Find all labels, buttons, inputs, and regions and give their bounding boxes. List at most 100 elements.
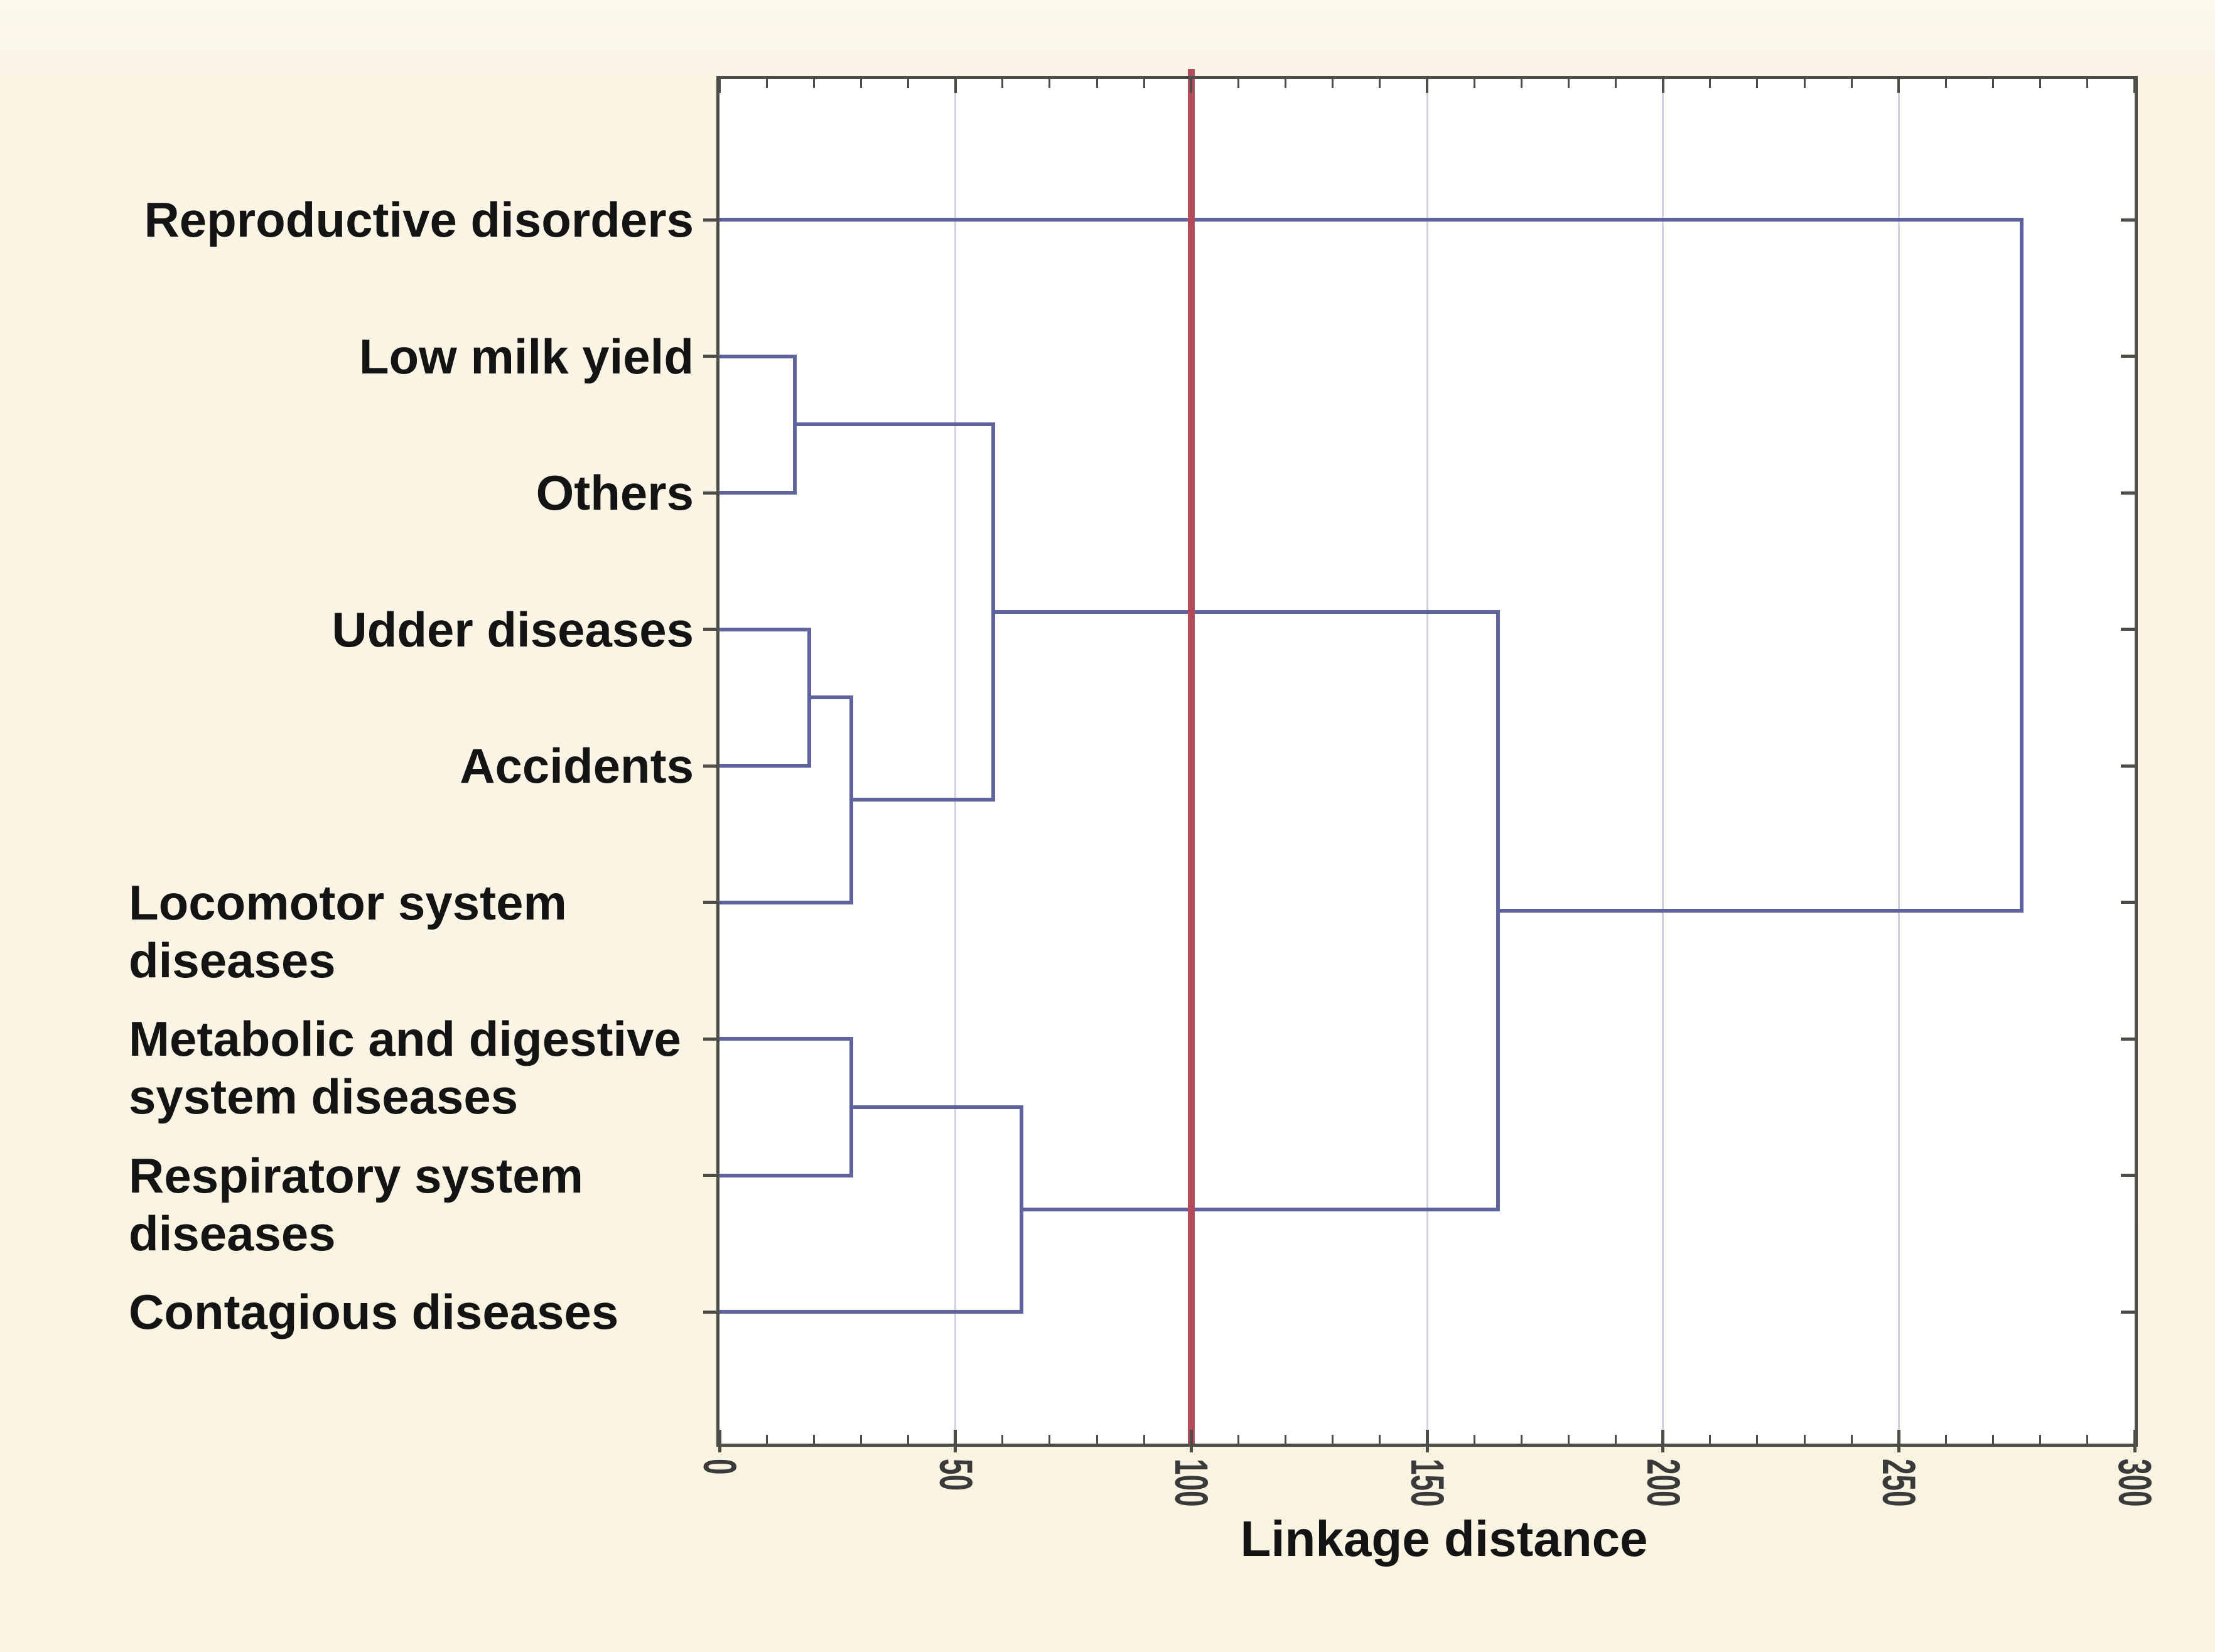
leaf-label: Contagious diseases: [129, 1283, 618, 1341]
x-axis-minor-tick-top: [1709, 79, 1711, 88]
leaf-tick-right: [2121, 491, 2135, 495]
x-axis-minor-tick: [1379, 1435, 1381, 1444]
dendrogram-link-horizontal: [719, 764, 809, 768]
x-axis-minor-tick-top: [1048, 79, 1051, 88]
leaf-tick-right: [2121, 1037, 2135, 1041]
x-axis-minor-tick: [1520, 1435, 1522, 1444]
leaf-tick-left: [703, 901, 719, 904]
x-axis-title: Linkage distance: [1240, 1511, 1648, 1567]
leaf-label-line: Low milk yield: [358, 328, 694, 384]
leaf-label-line: Accidents: [460, 738, 694, 793]
dendrogram-link-horizontal: [719, 900, 852, 904]
x-axis-minor-tick: [1615, 1435, 1617, 1444]
leaf-label-line: Respiratory system: [129, 1147, 584, 1203]
leaf-label: Reproductive disorders: [144, 191, 694, 249]
x-axis-minor-tick-top: [860, 79, 862, 88]
leaf-label-line: diseases: [129, 1205, 336, 1261]
leaf-tick-left: [703, 764, 719, 768]
x-axis-minor-tick: [812, 1435, 815, 1444]
x-axis-minor-tick-top: [1944, 79, 1947, 88]
x-axis-minor-tick-top: [2086, 79, 2089, 88]
grid-line: [1662, 79, 1664, 1444]
dendrogram-link-horizontal: [719, 491, 795, 495]
x-axis-minor-tick-top: [1520, 79, 1522, 88]
x-axis-minor-tick: [1803, 1435, 1806, 1444]
leaf-label-line: Locomotor system: [129, 874, 567, 930]
x-axis-minor-tick-top: [1756, 79, 1759, 88]
x-axis-minor-tick-top: [2039, 79, 2042, 88]
x-axis-minor-tick: [2086, 1435, 2089, 1444]
dendrogram-link-horizontal: [993, 610, 1498, 614]
leaf-label-line: diseases: [129, 932, 336, 988]
x-axis-minor-tick: [860, 1435, 862, 1444]
x-axis-major-tick: [954, 1430, 957, 1452]
dendrogram-link-horizontal: [795, 422, 993, 427]
leaf-tick-left: [703, 355, 719, 358]
x-axis-major-tick-top: [1897, 79, 1900, 93]
x-axis-minor-tick-top: [1332, 79, 1334, 88]
leaf-label: Udder diseases: [331, 601, 694, 658]
leaf-tick-right: [2121, 218, 2135, 222]
x-axis-minor-tick-top: [765, 79, 768, 88]
x-axis-minor-tick-top: [812, 79, 815, 88]
x-axis-minor-tick-top: [1237, 79, 1239, 88]
x-axis-minor-tick-top: [1379, 79, 1381, 88]
x-axis-minor-tick: [1756, 1435, 1759, 1444]
x-axis-major-tick-top: [1661, 79, 1664, 93]
x-axis-major-tick: [1425, 1430, 1429, 1452]
leaf-tick-left: [703, 628, 719, 631]
leaf-tick-right: [2121, 1174, 2135, 1177]
x-axis-major-tick-top: [2133, 79, 2136, 93]
leaf-tick-left: [703, 218, 719, 222]
x-axis-major-tick-top: [1426, 79, 1428, 93]
x-axis-minor-tick: [1096, 1435, 1098, 1444]
x-axis-minor-tick-top: [1473, 79, 1475, 88]
x-axis-major-tick: [1897, 1430, 1900, 1452]
x-axis-major-tick-top: [1190, 79, 1193, 93]
x-axis-major-tick: [1189, 1430, 1193, 1452]
x-axis-minor-tick: [1237, 1435, 1239, 1444]
x-axis-minor-tick: [1567, 1435, 1570, 1444]
x-axis-major-tick: [718, 1430, 721, 1452]
dendrogram-link-horizontal: [851, 1105, 1021, 1109]
dendrogram-link-horizontal: [809, 695, 852, 700]
dendrogram-link-horizontal: [1497, 909, 2022, 913]
leaf-tick-left: [703, 491, 719, 495]
leaf-label: Low milk yield: [359, 328, 694, 385]
grid-line: [954, 79, 957, 1444]
x-axis-minor-tick-top: [1992, 79, 1995, 88]
x-axis-minor-tick-top: [1143, 79, 1145, 88]
leaf-tick-right: [2121, 355, 2135, 358]
dendrogram-link-horizontal: [1021, 1207, 1498, 1211]
dendrogram-link-horizontal: [851, 798, 993, 802]
x-axis-minor-tick-top: [907, 79, 910, 88]
x-axis-major-tick: [2133, 1430, 2137, 1452]
dendrogram-link-horizontal: [719, 1173, 852, 1177]
leaf-label-line: Metabolic and digestive: [129, 1011, 681, 1066]
leaf-tick-right: [2121, 901, 2135, 904]
x-axis-minor-tick: [765, 1435, 768, 1444]
dendrogram-link-horizontal: [719, 218, 2022, 222]
x-axis-minor-tick: [1332, 1435, 1334, 1444]
x-axis-major-tick-top: [954, 79, 957, 93]
grid-line: [1897, 79, 1900, 1444]
x-axis-minor-tick: [1709, 1435, 1711, 1444]
x-axis-minor-tick: [1473, 1435, 1475, 1444]
cutoff-line: [1187, 69, 1195, 1444]
x-axis-minor-tick-top: [1001, 79, 1004, 88]
x-axis-minor-tick: [1285, 1435, 1287, 1444]
x-axis-minor-tick: [2039, 1435, 2042, 1444]
x-axis-minor-tick-top: [1096, 79, 1098, 88]
x-axis-minor-tick-top: [1567, 79, 1570, 88]
x-axis-minor-tick: [1850, 1435, 1853, 1444]
x-axis-minor-tick: [1143, 1435, 1145, 1444]
leaf-label-line: Contagious diseases: [129, 1284, 619, 1339]
leaf-tick-left: [703, 1310, 719, 1314]
leaf-label-line: Udder diseases: [331, 601, 694, 657]
leaf-label-line: system diseases: [129, 1069, 519, 1124]
x-axis-minor-tick: [1001, 1435, 1004, 1444]
